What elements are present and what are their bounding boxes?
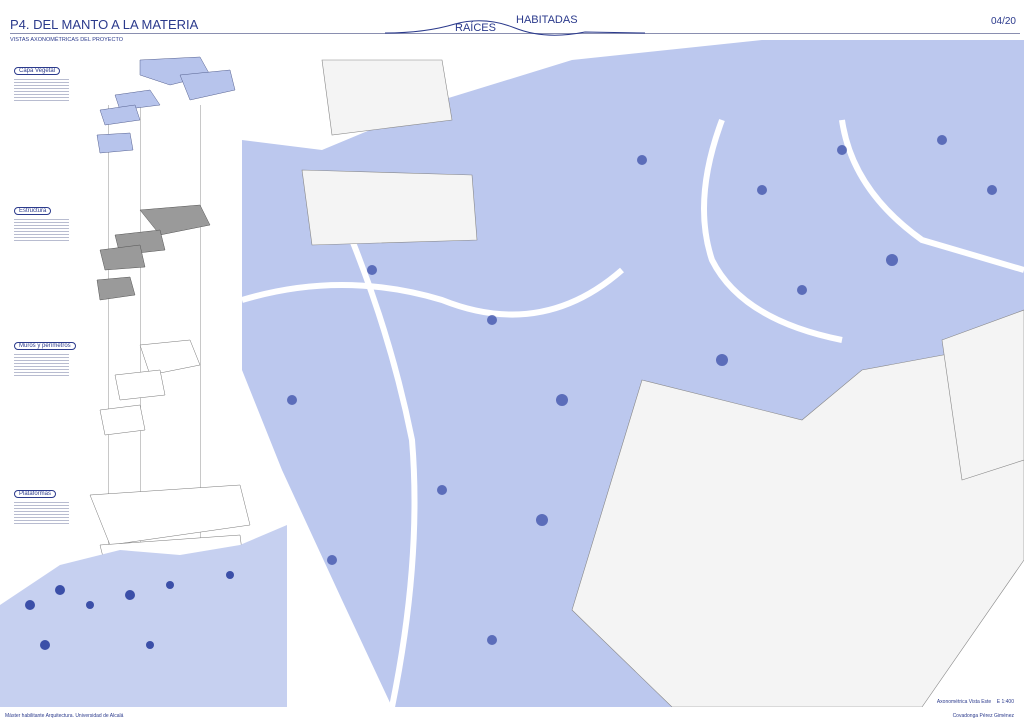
layer-text	[14, 79, 69, 103]
site-axonometric	[241, 40, 1024, 708]
motto-habitadas: HABITADAS	[516, 14, 578, 26]
drawing-caption: Axonométrica Vista Este E 1:400	[936, 699, 1014, 705]
footer-author: Covadonga Pérez Giménez	[952, 713, 1014, 719]
guide-line	[108, 105, 109, 665]
layer-label-muros: Muros y perímetros	[14, 342, 76, 350]
page-number: 04/20	[990, 16, 1016, 27]
layer-text	[14, 219, 69, 243]
page-subtitle: VISTAS AXONOMÉTRICAS DEL PROYECTO	[10, 37, 123, 43]
layers-column: Capa Vegetal Estructura Muros y perímetr…	[0, 45, 287, 707]
wave-motif	[385, 20, 645, 36]
layer-label-estructura: Estructura	[14, 207, 52, 215]
layer-label-plataformas: Plataformas	[14, 490, 57, 498]
title-rule	[10, 33, 1020, 34]
axonometric-drawing	[241, 40, 1024, 708]
exploded-layers-diagram	[0, 56, 287, 707]
layer-text	[14, 502, 69, 526]
layer-text	[14, 354, 69, 378]
guide-line	[200, 105, 201, 645]
footer-institution: Máster habilitante Arquitectura. Univers…	[5, 713, 124, 719]
motto-raices: RAÍCES	[455, 22, 496, 34]
page-title: P4. DEL MANTO A LA MATERIA	[10, 17, 199, 32]
layer-label-vegetal: Capa Vegetal	[14, 67, 61, 75]
